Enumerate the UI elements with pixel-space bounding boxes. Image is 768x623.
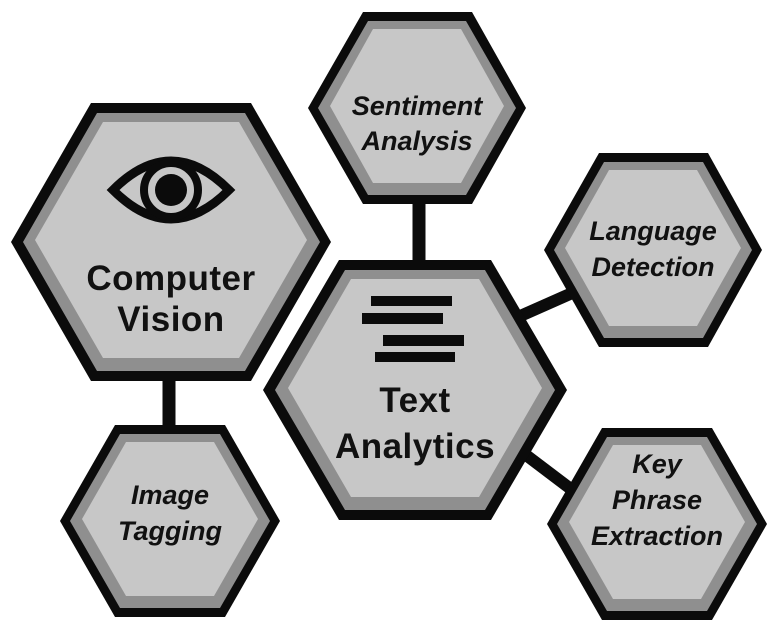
hexagon-fill — [330, 29, 504, 183]
node-image-tagging: Image Tagging — [60, 425, 280, 617]
sentiment-analysis-label-line2: Analysis — [360, 126, 472, 156]
sentiment-analysis-label-line1: Sentiment — [352, 91, 484, 121]
eye-iris — [140, 159, 202, 221]
node-computer-vision: Computer Vision — [11, 103, 331, 381]
eye-icon — [106, 156, 236, 224]
hexagon-fill — [35, 122, 307, 358]
key-phrase-extraction-label-line1: Key — [632, 449, 684, 479]
eye-outline — [106, 156, 236, 224]
hexagon-fill — [569, 445, 745, 599]
text-lines-icon — [362, 296, 464, 362]
image-tagging-label-line1: Image — [131, 480, 209, 510]
eye-pupil — [155, 174, 187, 206]
text-line-bar-2 — [362, 313, 443, 324]
key-phrase-extraction-label-line2: Phrase — [612, 485, 702, 515]
image-tagging-label-line2: Tagging — [118, 516, 222, 546]
hexagon-fill — [82, 442, 258, 596]
node-text-analytics: Text Analytics — [263, 260, 567, 520]
text-analytics-label-line2: Analytics — [335, 427, 495, 466]
text-line-bar-1 — [371, 296, 452, 306]
node-sentiment-analysis: Sentiment Analysis — [308, 12, 526, 204]
text-analytics-label-line1: Text — [379, 381, 450, 420]
node-key-phrase-extraction: Key Phrase Extraction — [547, 428, 767, 620]
node-language-detection: Language Detection — [544, 153, 762, 347]
text-line-bar-3 — [383, 335, 464, 346]
computer-vision-label-line1: Computer — [86, 259, 255, 298]
hexagon-fill — [565, 170, 741, 326]
text-line-bar-4 — [375, 352, 455, 362]
hexagon-fill — [288, 279, 542, 497]
key-phrase-extraction-label-line3: Extraction — [591, 521, 723, 551]
language-detection-label-line2: Detection — [591, 252, 714, 282]
computer-vision-label-line2: Vision — [117, 300, 224, 339]
language-detection-label-line1: Language — [589, 216, 717, 246]
